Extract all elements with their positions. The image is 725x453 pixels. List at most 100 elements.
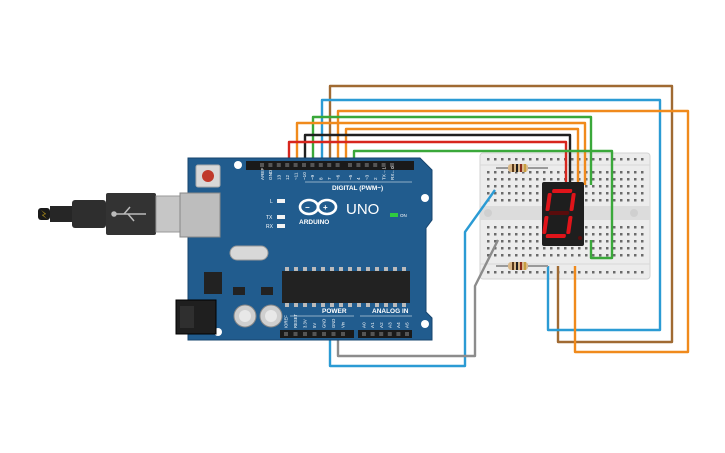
breadboard-hole[interactable] [522, 271, 525, 274]
breadboard-hole[interactable] [592, 171, 595, 174]
breadboard-hole[interactable] [599, 247, 602, 250]
breadboard-hole[interactable] [564, 247, 567, 250]
breadboard-hole[interactable] [536, 271, 539, 274]
breadboard-hole[interactable] [529, 271, 532, 274]
breadboard-hole[interactable] [613, 233, 616, 236]
breadboard-hole[interactable] [620, 185, 623, 188]
breadboard-hole[interactable] [599, 171, 602, 174]
breadboard-hole[interactable] [529, 192, 532, 195]
breadboard-hole[interactable] [529, 254, 532, 257]
digital-header[interactable] [246, 161, 414, 170]
breadboard-hole[interactable] [543, 271, 546, 274]
breadboard-hole[interactable] [550, 171, 553, 174]
breadboard-hole[interactable] [515, 233, 518, 236]
breadboard-hole[interactable] [613, 226, 616, 229]
breadboard-hole[interactable] [620, 158, 623, 161]
power-pin[interactable] [312, 332, 317, 336]
breadboard-hole[interactable] [515, 226, 518, 229]
breadboard-hole[interactable] [529, 171, 532, 174]
breadboard-hole[interactable] [627, 240, 630, 243]
breadboard-hole[interactable] [557, 171, 560, 174]
breadboard-hole[interactable] [585, 226, 588, 229]
breadboard-hole[interactable] [501, 271, 504, 274]
breadboard-hole[interactable] [641, 199, 644, 202]
breadboard-hole[interactable] [571, 171, 574, 174]
breadboard-hole[interactable] [592, 199, 595, 202]
breadboard-hole[interactable] [634, 171, 637, 174]
breadboard-hole[interactable] [508, 185, 511, 188]
breadboard-hole[interactable] [585, 178, 588, 181]
breadboard-hole[interactable] [487, 171, 490, 174]
breadboard-hole[interactable] [536, 254, 539, 257]
breadboard-hole[interactable] [620, 192, 623, 195]
breadboard-hole[interactable] [634, 271, 637, 274]
breadboard-hole[interactable] [599, 254, 602, 257]
breadboard-hole[interactable] [522, 254, 525, 257]
breadboard-hole[interactable] [634, 199, 637, 202]
breadboard-hole[interactable] [487, 247, 490, 250]
breadboard-hole[interactable] [501, 178, 504, 181]
breadboard-hole[interactable] [599, 240, 602, 243]
analog-pin[interactable] [405, 332, 409, 336]
breadboard-hole[interactable] [585, 158, 588, 161]
breadboard-hole[interactable] [585, 233, 588, 236]
digital-pin[interactable] [348, 163, 352, 167]
breadboard-hole[interactable] [550, 247, 553, 250]
breadboard-hole[interactable] [494, 240, 497, 243]
breadboard-hole[interactable] [634, 158, 637, 161]
analog-pin[interactable] [387, 332, 392, 336]
breadboard-hole[interactable] [508, 271, 511, 274]
breadboard-hole[interactable] [515, 171, 518, 174]
breadboard-hole[interactable] [613, 247, 616, 250]
breadboard-hole[interactable] [487, 271, 490, 274]
breadboard-hole[interactable] [529, 226, 532, 229]
breadboard-hole[interactable] [592, 192, 595, 195]
breadboard-hole[interactable] [536, 192, 539, 195]
power-pin[interactable] [322, 332, 326, 336]
breadboard-hole[interactable] [508, 199, 511, 202]
breadboard-hole[interactable] [627, 233, 630, 236]
breadboard-hole[interactable] [501, 233, 504, 236]
breadboard-hole[interactable] [494, 171, 497, 174]
breadboard-hole[interactable] [550, 178, 553, 181]
breadboard-hole[interactable] [529, 199, 532, 202]
breadboard-hole[interactable] [606, 247, 609, 250]
wire-orange-b[interactable] [344, 127, 580, 185]
breadboard-hole[interactable] [641, 178, 644, 181]
breadboard-hole[interactable] [536, 158, 539, 161]
breadboard-hole[interactable] [501, 247, 504, 250]
seven-segment-display[interactable] [542, 182, 584, 246]
digital-pin[interactable] [381, 163, 386, 167]
breadboard-hole[interactable] [515, 199, 518, 202]
breadboard-hole[interactable] [522, 158, 525, 161]
breadboard-hole[interactable] [599, 233, 602, 236]
digital-pin[interactable] [364, 163, 369, 167]
breadboard-hole[interactable] [599, 271, 602, 274]
breadboard-hole[interactable] [494, 178, 497, 181]
breadboard-hole[interactable] [641, 171, 644, 174]
breadboard-hole[interactable] [536, 178, 539, 181]
breadboard-hole[interactable] [522, 226, 525, 229]
digital-pin[interactable] [268, 163, 273, 167]
breadboard-hole[interactable] [564, 271, 567, 274]
breadboard-hole[interactable] [627, 178, 630, 181]
breadboard-hole[interactable] [515, 178, 518, 181]
breadboard-hole[interactable] [634, 254, 637, 257]
breadboard-hole[interactable] [592, 271, 595, 274]
breadboard-hole[interactable] [515, 254, 518, 257]
breadboard-hole[interactable] [641, 226, 644, 229]
breadboard-hole[interactable] [585, 254, 588, 257]
breadboard-hole[interactable] [634, 233, 637, 236]
breadboard-hole[interactable] [620, 226, 623, 229]
breadboard-hole[interactable] [585, 171, 588, 174]
breadboard-hole[interactable] [613, 271, 616, 274]
breadboard-hole[interactable] [599, 185, 602, 188]
breadboard-hole[interactable] [578, 171, 581, 174]
digital-pin[interactable] [327, 163, 332, 167]
breadboard-hole[interactable] [571, 254, 574, 257]
breadboard-hole[interactable] [536, 171, 539, 174]
breadboard-hole[interactable] [592, 185, 595, 188]
breadboard-hole[interactable] [641, 240, 644, 243]
breadboard-hole[interactable] [487, 178, 490, 181]
breadboard-hole[interactable] [606, 254, 609, 257]
